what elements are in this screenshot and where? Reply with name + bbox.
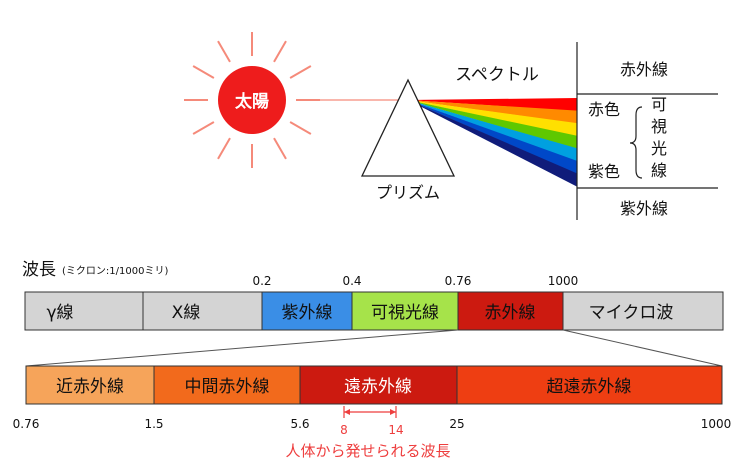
human-range-to: 14: [388, 423, 403, 437]
sun-rays: [184, 32, 320, 168]
sun-ray: [273, 137, 287, 160]
band-label: 紫外線: [282, 303, 333, 323]
band-ultraviolet: [261, 291, 353, 331]
band-label: 赤外線: [485, 303, 536, 323]
band-gamma: [24, 291, 144, 331]
visible-label-char: 可: [651, 95, 667, 114]
violet-label: 紫色: [588, 162, 620, 181]
band-far-infrared: [299, 365, 458, 405]
visible-label-char: 視: [651, 117, 667, 136]
prism-label: プリズム: [376, 183, 440, 202]
infrared-tick: 5.6: [290, 417, 309, 431]
infrared-tick: 1.5: [144, 417, 163, 431]
spectrum-fan: [408, 98, 577, 187]
infrared-band-label: 中間赤外線: [185, 377, 270, 397]
sun-ray: [192, 121, 215, 135]
sun-ray: [192, 65, 215, 79]
ultraviolet-label: 紫外線: [620, 199, 668, 218]
zoom-connector-right: [562, 329, 723, 367]
band-xray: [142, 291, 263, 331]
band-infrared: [457, 291, 564, 331]
human-range-label: 人体から発せられる波長: [285, 442, 450, 460]
visible-label-char: 線: [651, 161, 667, 180]
infrared-tick: 25: [449, 417, 464, 431]
red-label: 赤色: [588, 100, 620, 119]
band-label: γ線: [46, 303, 73, 323]
infrared-bar: 近赤外線 中間赤外線 遠赤外線 超遠赤外線: [25, 365, 723, 405]
band-label: X線: [172, 303, 201, 323]
infrared-band-label: 超遠赤外線: [547, 377, 632, 397]
spectrum-band: [408, 100, 577, 187]
wavelength-title: 波長: [22, 260, 56, 280]
wavelength-tick: 0.76: [445, 274, 472, 288]
visible-label-char: 光: [651, 139, 667, 158]
band-mid-infrared: [153, 365, 301, 405]
human-range-from: 8: [340, 423, 348, 437]
sun-ray: [273, 40, 287, 63]
sun-label: 太陽: [235, 91, 269, 112]
wavelength-tick: 0.4: [342, 274, 361, 288]
sun-ray: [289, 121, 312, 135]
sun-ray: [217, 137, 231, 160]
infrared-label: 赤外線: [620, 60, 668, 79]
band-microwave: [562, 291, 724, 331]
band-extreme-infrared: [456, 365, 723, 405]
infrared-tick: 0.76: [13, 417, 40, 431]
sun-group: 太陽: [184, 32, 320, 168]
prism-icon: [360, 78, 456, 177]
band-label: 可視光線: [371, 303, 439, 323]
sun-icon: [218, 66, 286, 134]
infrared-tick: 1000: [701, 417, 732, 431]
human-range: 8 14 人体から発せられる波長: [285, 406, 451, 460]
sun-ray: [217, 40, 231, 63]
infrared-band-label: 遠赤外線: [344, 377, 412, 397]
infrared-band-label: 近赤外線: [56, 377, 124, 397]
sun-ray: [289, 65, 312, 79]
band-label: マイクロ波: [589, 303, 674, 323]
wavelength-unit: (ミクロン:1/1000ミリ): [62, 265, 168, 277]
wavelength-tick: 1000: [548, 274, 579, 288]
wavelength-tick: 0.2: [252, 274, 271, 288]
spectrum-band: [408, 98, 577, 112]
zoom-connector-left: [25, 329, 459, 367]
spectrum-label: スペクトル: [455, 65, 539, 85]
arrow-right-icon: [390, 409, 396, 415]
spectrum-bracket: [576, 42, 718, 220]
arrow-left-icon: [344, 409, 350, 415]
wavelength-bar: γ線 X線 紫外線 可視光線 赤外線 マイクロ波: [24, 291, 724, 331]
band-near-infrared: [25, 365, 155, 405]
